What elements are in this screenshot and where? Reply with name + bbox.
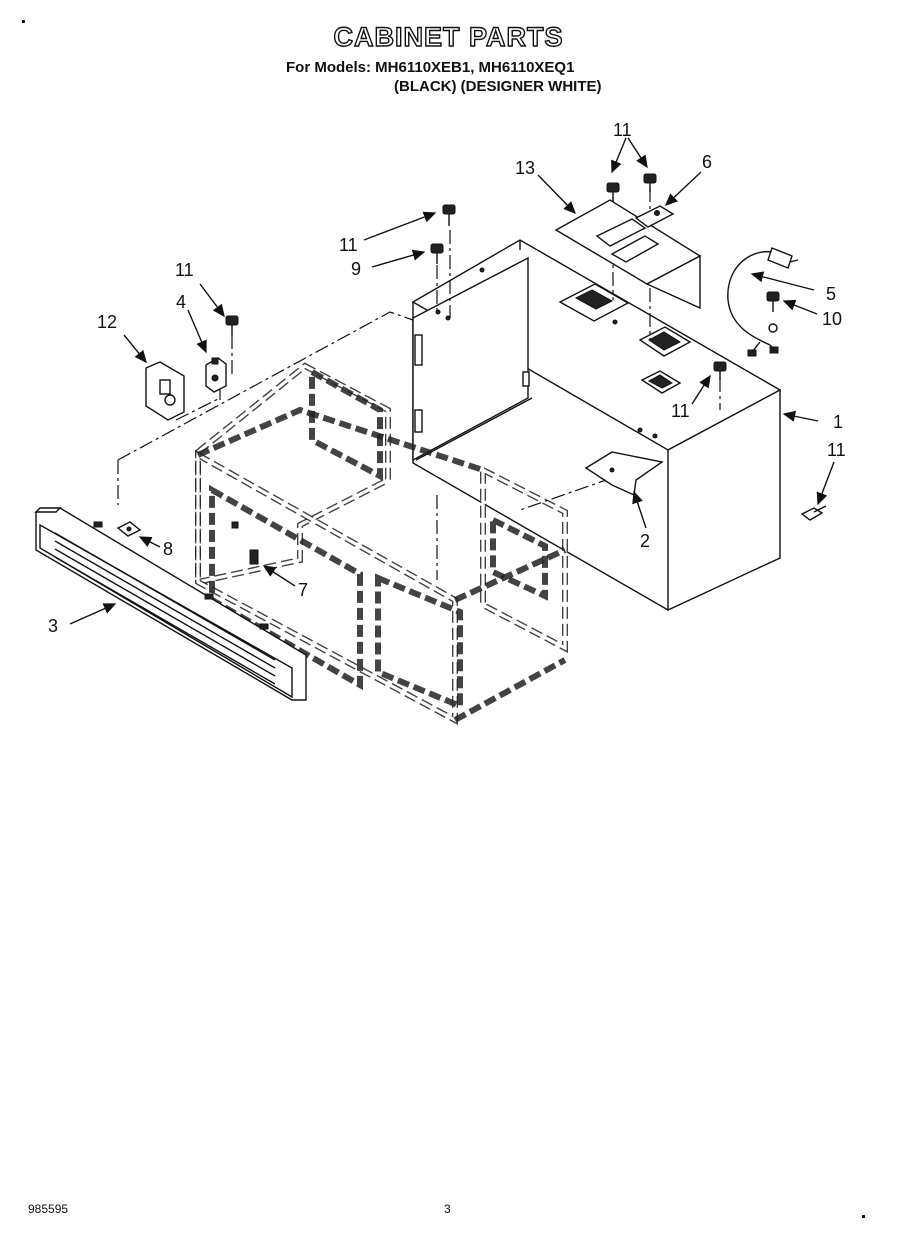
callout-12: 12: [97, 312, 117, 332]
outer-cabinet-wrapper: [411, 239, 782, 612]
oven-cavity-frame: [195, 362, 568, 726]
callout-6: 6: [702, 152, 712, 172]
screw-icon: [430, 243, 444, 264]
callout-11: 11: [671, 401, 690, 421]
screw-icon: [225, 315, 239, 336]
top-vent-duct: [554, 199, 702, 310]
callout-4: 4: [176, 292, 186, 312]
callout-10: 10: [822, 309, 842, 329]
screw-icon: [442, 204, 456, 226]
callout-2: 2: [640, 531, 650, 551]
callout-3: 3: [48, 616, 58, 636]
ground-screw-icon: [766, 291, 780, 333]
callout-11: 11: [175, 260, 194, 280]
vent-grille: [34, 507, 307, 701]
callout-11: 11: [827, 440, 846, 460]
power-cord: [727, 247, 799, 357]
callout-7: 7: [298, 580, 308, 600]
callout-9: 9: [351, 259, 361, 279]
callout-13: 13: [515, 158, 535, 178]
screw-icon: [713, 361, 727, 380]
callout-leaders: [69, 137, 835, 625]
document-code: 985595: [28, 1202, 69, 1216]
latch-bracket: [205, 357, 227, 393]
callout-1: 1: [833, 412, 843, 432]
mounting-plate: [145, 361, 185, 421]
grille-tab: [116, 521, 142, 537]
callout-5: 5: [826, 284, 836, 304]
screw-icon: [606, 182, 620, 202]
cabinet-bracket: [584, 451, 664, 497]
scan-speck: [862, 1215, 865, 1218]
screw-icon: [643, 173, 657, 192]
callout-8: 8: [163, 539, 173, 559]
finishes-line: (BLACK) (DESIGNER WHITE): [394, 78, 602, 95]
screw-icon: [800, 505, 827, 521]
page-number: 3: [444, 1202, 451, 1216]
callout-11: 11: [613, 120, 632, 140]
page-title: CABINET PARTS: [333, 21, 564, 52]
power-cord-bracket: [634, 205, 675, 228]
callout-11: 11: [339, 235, 358, 255]
scan-speck: [22, 20, 25, 23]
models-line: For Models: MH6110XEB1, MH6110XEQ1: [286, 59, 575, 76]
